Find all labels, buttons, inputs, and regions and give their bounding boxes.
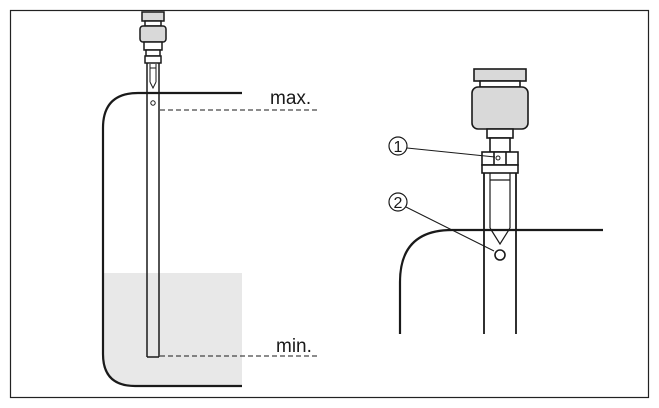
left-vessel-view: max. min.: [101, 11, 318, 388]
callout-1-leader: [406, 147, 496, 158]
liquid-fill: [103, 273, 242, 386]
callout-2-number: 2: [394, 195, 403, 212]
outer-frame: [9, 9, 650, 399]
callout-1-circle: [388, 136, 408, 156]
vent-hole-2: [494, 249, 506, 261]
vessel-wall: [101, 91, 242, 388]
max-label: max.: [270, 88, 311, 109]
right-detail-view: 1 2: [388, 68, 603, 334]
sensor-head-right: [471, 68, 529, 174]
callout-1-number: 1: [394, 139, 403, 156]
probe-rod-left: [146, 63, 160, 358]
vessel-wall-detail: [398, 228, 603, 334]
probe-rod-right: [483, 173, 517, 334]
min-label: min.: [276, 336, 312, 357]
sensor-head-left: [139, 11, 167, 64]
callout-2-leader: [405, 206, 495, 252]
vent-hole-1: [495, 155, 501, 161]
callout-2-circle: [388, 192, 408, 212]
